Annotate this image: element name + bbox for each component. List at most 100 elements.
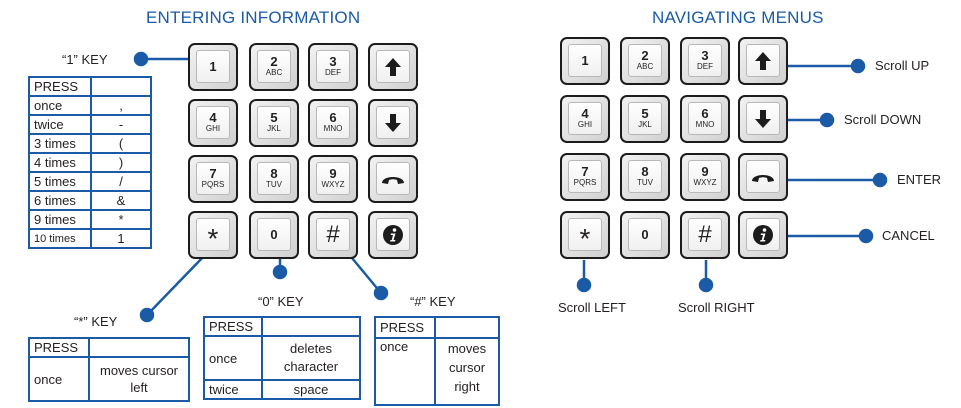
- key-8-number: 8: [270, 166, 278, 181]
- key-5-number: 5: [270, 110, 278, 125]
- nav-key-enter[interactable]: [738, 153, 788, 201]
- table-row: 9 times*: [28, 209, 152, 230]
- nav-key-info[interactable]: [738, 211, 788, 259]
- table-row: PRESS: [203, 316, 361, 337]
- nav-key-star[interactable]: *: [560, 211, 610, 259]
- info-icon: [753, 224, 773, 245]
- nav-key-8-letters: TUV: [637, 178, 653, 187]
- key-1[interactable]: 1: [188, 43, 238, 91]
- key-0-number: 0: [270, 227, 278, 242]
- star-key-label: “*” KEY: [74, 314, 118, 329]
- key-enter[interactable]: [368, 155, 418, 203]
- up-arrow-icon: [385, 57, 401, 76]
- nav-key-8-number: 8: [641, 164, 649, 179]
- zero-key-label: “0” KEY: [258, 294, 304, 309]
- nav-key-6-number: 6: [701, 106, 709, 121]
- nav-key-3-number: 3: [701, 48, 709, 63]
- key-star-symbol: *: [207, 222, 219, 254]
- nav-key-3-letters: DEF: [697, 62, 713, 71]
- nav-key-5-letters: JKL: [638, 120, 652, 129]
- key-0[interactable]: 0: [249, 211, 299, 259]
- key-6-letters: MNO: [323, 124, 343, 133]
- key-3-letters: DEF: [325, 68, 341, 77]
- key-2-number: 2: [270, 54, 278, 69]
- dot-up: [850, 58, 866, 74]
- dot-down: [819, 112, 835, 128]
- dot-hash: [373, 285, 389, 301]
- table-row: PRESS: [374, 315, 500, 340]
- nav-key-2-letters: ABC: [636, 62, 654, 71]
- key-9-letters: WXYZ: [321, 180, 345, 189]
- key-hash-symbol: #: [326, 220, 340, 248]
- dot-enter: [872, 172, 888, 188]
- info-icon: [383, 224, 403, 245]
- nav-key-up[interactable]: [738, 37, 788, 85]
- key-4-letters: GHI: [205, 124, 221, 133]
- dot-cancel: [858, 228, 874, 244]
- nav-key-star-symbol: *: [579, 222, 591, 254]
- key-2-letters: ABC: [265, 68, 283, 77]
- dot-zero: [272, 264, 288, 280]
- table-row: 6 times&: [28, 190, 152, 211]
- nav-key-1-number: 1: [581, 53, 589, 68]
- nav-key-4-letters: GHI: [577, 120, 593, 129]
- key1-label: “1” KEY: [62, 52, 108, 67]
- scroll-right-label: Scroll RIGHT: [678, 300, 755, 315]
- nav-key-hash[interactable]: #: [680, 211, 730, 259]
- key-6-number: 6: [329, 110, 337, 125]
- key-9-number: 9: [329, 166, 337, 181]
- nav-key-hash-symbol: #: [698, 220, 712, 248]
- table-row: once,: [28, 95, 152, 116]
- key-star[interactable]: *: [188, 211, 238, 259]
- title-navigating-menus: NAVIGATING MENUS: [652, 8, 824, 27]
- nav-key-0[interactable]: 0: [620, 211, 670, 259]
- key-4-number: 4: [209, 110, 217, 125]
- phone-handset-icon: [752, 174, 774, 182]
- nav-key-5-number: 5: [641, 106, 649, 121]
- key-down[interactable]: [368, 99, 418, 147]
- key-up[interactable]: [368, 43, 418, 91]
- nav-key-9-letters: WXYZ: [693, 178, 717, 187]
- nav-key-down[interactable]: [738, 95, 788, 143]
- key1-table: PRESS once, twice- 3 times( 4 times) 5 t…: [28, 76, 152, 249]
- nav-key-6-letters: MNO: [695, 120, 715, 129]
- up-arrow-icon: [755, 51, 771, 70]
- nav-key-1[interactable]: 1: [560, 37, 610, 85]
- key-info[interactable]: [368, 211, 418, 259]
- dot-star: [139, 307, 155, 323]
- key-hash[interactable]: #: [308, 211, 358, 259]
- enter-label: ENTER: [897, 172, 942, 187]
- key-7-letters: PQRS: [201, 180, 225, 189]
- scroll-up-label: Scroll UP: [875, 58, 930, 73]
- key-3-number: 3: [329, 54, 337, 69]
- hash-key-label: “#” KEY: [410, 294, 456, 309]
- key-1-number: 1: [209, 59, 217, 74]
- table-row: PRESS: [28, 337, 190, 358]
- table-row: 4 times): [28, 152, 152, 173]
- key-7-number: 7: [209, 166, 217, 181]
